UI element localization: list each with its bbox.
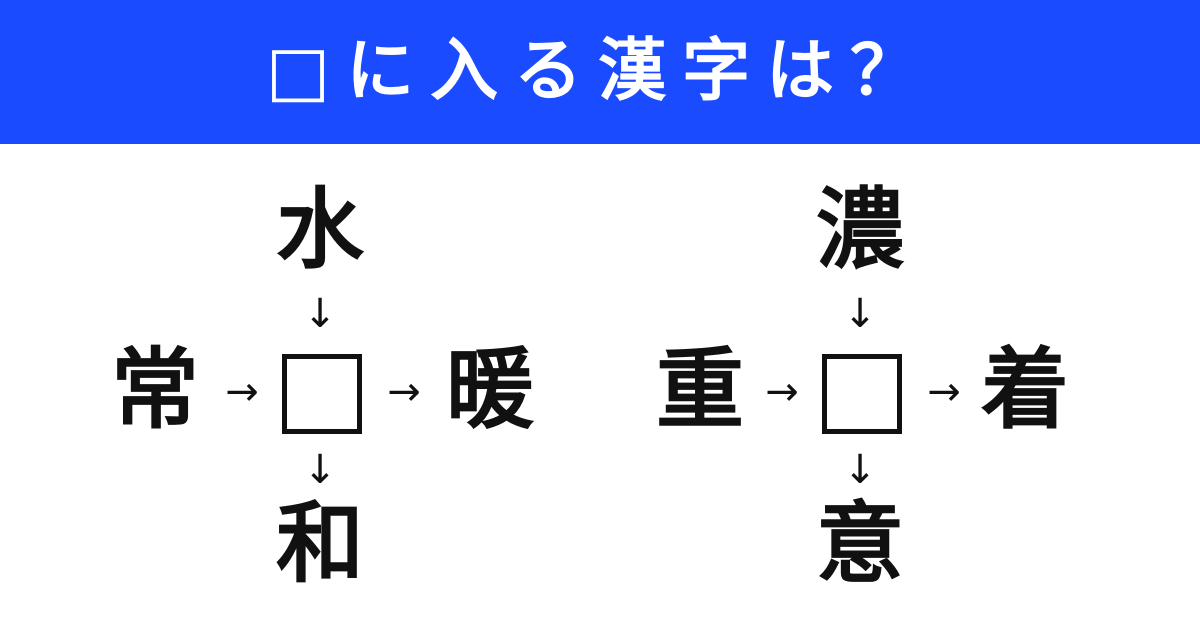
right-arrow-icon: → xyxy=(387,369,421,415)
header-banner: □に入る漢字は？ xyxy=(0,0,1200,144)
page-title: □に入る漢字は？ xyxy=(265,32,935,111)
down-arrow-icon: ↓ xyxy=(303,447,337,493)
down-arrow-icon: ↓ xyxy=(303,291,337,337)
puzzle-1: 水 ↓ 常 → → 暖 ↓ 和 xyxy=(0,144,600,628)
puzzle-1-answer-box xyxy=(282,354,362,434)
puzzle-1-left-kanji: 常 xyxy=(110,338,199,441)
right-arrow-icon: → xyxy=(225,369,259,415)
puzzle-2-top-kanji: 濃 xyxy=(815,178,904,281)
right-arrow-icon: → xyxy=(765,369,799,415)
puzzle-2-answer-box xyxy=(822,354,902,434)
puzzle-2-left-kanji: 重 xyxy=(655,338,744,441)
down-arrow-icon: ↓ xyxy=(843,447,877,493)
puzzle-1-top-kanji: 水 xyxy=(275,178,364,281)
right-arrow-icon: → xyxy=(927,369,961,415)
down-arrow-icon: ↓ xyxy=(843,291,877,337)
puzzle-1-bottom-kanji: 和 xyxy=(275,492,364,595)
puzzle-2: 濃 ↓ 重 → → 着 ↓ 意 xyxy=(600,144,1200,628)
puzzle-2-right-kanji: 着 xyxy=(980,338,1069,441)
puzzle-2-bottom-kanji: 意 xyxy=(815,492,904,595)
puzzle-1-right-kanji: 暖 xyxy=(445,338,534,441)
